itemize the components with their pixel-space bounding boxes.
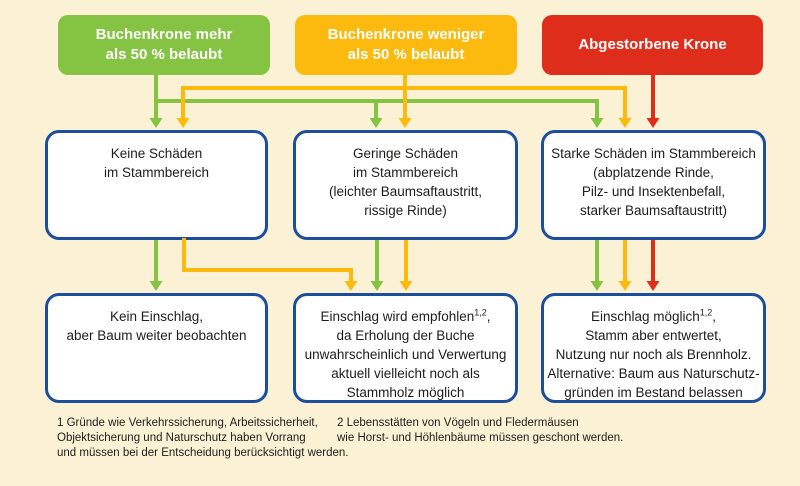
arrow-green-top-rail <box>156 99 599 119</box>
node-felling-possible: Einschlag möglich1,2, Stamm aber entwert… <box>541 293 766 403</box>
node-crown-more-than-50: Buchenkrone mehr als 50 % belaubt <box>58 15 270 75</box>
footnote-marker: 1,2 <box>474 307 487 318</box>
arrow-yellow-top-rail <box>181 86 627 119</box>
node-severe-stem-damage: Starke Schäden im Stammbereich (abplatze… <box>541 130 766 240</box>
node-no-stem-damage: Keine Schäden im Stammbereich <box>45 130 268 240</box>
node-felling-recommended-lead: Einschlag wird empfohlen1,2, <box>320 307 491 324</box>
node-severe-stem-damage-text: Starke Schäden im Stammbereich (abplatze… <box>551 146 756 218</box>
footnote-1: 1 Gründe wie Verkehrssicherung, Arbeitss… <box>57 417 349 459</box>
node-minor-stem-damage-text: Geringe Schäden im Stammbereich (leichte… <box>328 146 483 218</box>
arrow-yellow-bottom-crossover <box>182 238 353 282</box>
node-no-felling: Kein Einschlag, aber Baum weiter beobach… <box>45 293 268 403</box>
node-crown-less-than-50: Buchenkrone weniger als 50 % belaubt <box>295 15 517 75</box>
node-felling-recommended-text: da Erholung der Buche unwahrscheinlich u… <box>304 328 507 400</box>
node-felling-recommended: Einschlag wird empfohlen1,2, da Erholung… <box>293 293 518 403</box>
footnote-2: 2 Lebensstätten von Vögeln und Fledermäu… <box>337 417 624 444</box>
footnote-marker: 1,2 <box>699 307 713 318</box>
node-no-felling-text: Kein Einschlag, aber Baum weiter beobach… <box>66 309 247 343</box>
node-crown-dead: Abgestorbene Krone <box>542 15 763 75</box>
node-minor-stem-damage: Geringe Schäden im Stammbereich (leichte… <box>293 130 518 240</box>
node-felling-possible-text: Stamm aber entwertet, Nutzung nur noch a… <box>547 328 760 400</box>
node-no-stem-damage-text: Keine Schäden im Stammbereich <box>103 146 210 180</box>
node-felling-possible-lead: Einschlag möglich1,2, <box>590 307 717 324</box>
